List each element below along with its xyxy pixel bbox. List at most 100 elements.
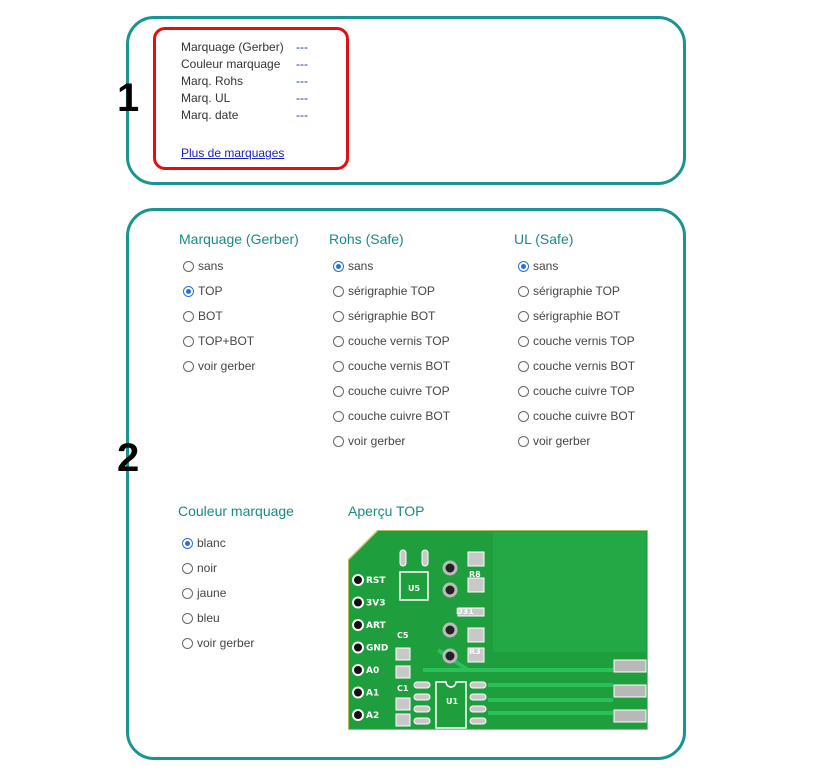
- rohs-option-5[interactable]: couche cuivre TOP: [333, 384, 450, 398]
- gerber-option-label-3: TOP+BOT: [198, 334, 255, 348]
- couleur-radio-0[interactable]: [182, 537, 193, 549]
- pcb-label-r8: R8: [469, 570, 481, 579]
- ul-option-7[interactable]: voir gerber: [518, 434, 590, 448]
- ul-radio-7[interactable]: [518, 435, 529, 447]
- couleur-option-label-0: blanc: [197, 536, 226, 550]
- rohs-option-6[interactable]: couche cuivre BOT: [333, 409, 450, 423]
- pcb-pin-4: [352, 664, 364, 676]
- rohs-option-0[interactable]: sans: [333, 259, 373, 273]
- rohs-radio-1[interactable]: [333, 285, 344, 297]
- rohs-option-label-5: couche cuivre TOP: [348, 384, 450, 398]
- ul-option-5[interactable]: couche cuivre TOP: [518, 384, 635, 398]
- ul-group-title: UL (Safe): [514, 231, 574, 247]
- pcb-pin-label-2: ART: [366, 621, 386, 631]
- rohs-option-label-7: voir gerber: [348, 434, 406, 448]
- gerber-radio-2[interactable]: [183, 310, 194, 322]
- rohs-radio-5[interactable]: [333, 385, 344, 397]
- gerber-option-4[interactable]: voir gerber: [183, 359, 255, 373]
- gerber-option-2[interactable]: BOT: [183, 309, 223, 323]
- couleur-option-1[interactable]: noir: [182, 561, 217, 575]
- summary-value-date: ---: [296, 108, 308, 122]
- gerber-radio-1[interactable]: [183, 285, 194, 297]
- ul-option-1[interactable]: sérigraphie TOP: [518, 284, 620, 298]
- rohs-option-label-4: couche vernis BOT: [348, 359, 451, 373]
- ul-option-label-1: sérigraphie TOP: [533, 284, 620, 298]
- rohs-radio-3[interactable]: [333, 335, 344, 347]
- ul-radio-6[interactable]: [518, 410, 529, 422]
- gerber-radio-0[interactable]: [183, 260, 194, 272]
- couleur-option-4[interactable]: voir gerber: [182, 636, 254, 650]
- ul-radio-4[interactable]: [518, 360, 529, 372]
- ul-radio-5[interactable]: [518, 385, 529, 397]
- rohs-option-4[interactable]: couche vernis BOT: [333, 359, 450, 373]
- pcb-pin-label-1: 3V3: [366, 599, 386, 609]
- ul-option-label-5: couche cuivre TOP: [533, 384, 635, 398]
- ul-radio-3[interactable]: [518, 335, 529, 347]
- pcb-pin-label-4: A0: [366, 666, 379, 676]
- ul-option-6[interactable]: couche cuivre BOT: [518, 409, 635, 423]
- pcb-label-u1: U1: [446, 697, 458, 706]
- ul-option-0[interactable]: sans: [518, 259, 558, 273]
- couleur-option-2[interactable]: jaune: [182, 586, 226, 600]
- couleur-radio-3[interactable]: [182, 612, 193, 624]
- ul-radio-1[interactable]: [518, 285, 529, 297]
- ul-radio-2[interactable]: [518, 310, 529, 322]
- ul-option-2[interactable]: sérigraphie BOT: [518, 309, 620, 323]
- rohs-option-label-1: sérigraphie TOP: [348, 284, 435, 298]
- summary-panel: [126, 16, 686, 185]
- rohs-option-7[interactable]: voir gerber: [333, 434, 405, 448]
- couleur-radio-4[interactable]: [182, 637, 193, 649]
- summary-value-ul: ---: [296, 91, 308, 105]
- couleur-radio-1[interactable]: [182, 562, 193, 574]
- couleur-option-3[interactable]: bleu: [182, 611, 220, 625]
- ul-option-label-2: sérigraphie BOT: [533, 309, 621, 323]
- rohs-option-label-0: sans: [348, 259, 374, 273]
- gerber-option-1[interactable]: TOP: [183, 284, 222, 298]
- summary-label-rohs: Marq. Rohs: [181, 74, 244, 88]
- pcb-traces: [423, 648, 613, 715]
- pcb-pin-5: [352, 686, 364, 699]
- pcb-edge-pads: [613, 659, 647, 723]
- pcb-label-u5: U5: [408, 584, 420, 593]
- summary-highlight-box: Marquage (Gerber) --- Couleur marquage -…: [153, 27, 349, 170]
- couleur-option-0[interactable]: blanc: [182, 536, 226, 550]
- rohs-radio-6[interactable]: [333, 410, 344, 422]
- rohs-option-label-3: couche vernis TOP: [348, 334, 450, 348]
- rohs-radio-0[interactable]: [333, 260, 344, 272]
- rohs-radio-4[interactable]: [333, 360, 344, 372]
- gerber-option-0[interactable]: sans: [183, 259, 223, 273]
- ul-option-3[interactable]: couche vernis TOP: [518, 334, 635, 348]
- pcb-vias: [442, 560, 458, 664]
- couleur-option-label-4: voir gerber: [197, 636, 255, 650]
- ul-option-label-7: voir gerber: [533, 434, 591, 448]
- ul-option-label-3: couche vernis TOP: [533, 334, 635, 348]
- pcb-pin-label-5: A1: [366, 689, 379, 699]
- ul-option-4[interactable]: couche vernis BOT: [518, 359, 635, 373]
- pcb-ground-plane: [493, 532, 646, 652]
- couleur-radio-2[interactable]: [182, 587, 193, 599]
- rohs-group-title: Rohs (Safe): [329, 231, 404, 247]
- summary-value-rohs: ---: [296, 74, 308, 88]
- rohs-option-1[interactable]: sérigraphie TOP: [333, 284, 435, 298]
- rohs-radio-7[interactable]: [333, 435, 344, 447]
- gerber-radio-3[interactable]: [183, 335, 194, 347]
- ul-option-label-0: sans: [533, 259, 559, 273]
- couleur-option-label-3: bleu: [197, 611, 220, 625]
- rohs-option-2[interactable]: sérigraphie BOT: [333, 309, 435, 323]
- pcb-label-d31: D31: [456, 607, 474, 616]
- gerber-option-3[interactable]: TOP+BOT: [183, 334, 254, 348]
- pcb-component-u1: [435, 681, 467, 729]
- preview-title: Aperçu TOP: [348, 503, 425, 519]
- gerber-radio-4[interactable]: [183, 360, 194, 372]
- pcb-label-c1: C1: [397, 684, 409, 693]
- rohs-radio-2[interactable]: [333, 310, 344, 322]
- pcb-pin-label-6: A2: [366, 711, 379, 721]
- couleur-option-label-1: noir: [197, 561, 218, 575]
- rohs-option-3[interactable]: couche vernis TOP: [333, 334, 450, 348]
- ul-option-label-6: couche cuivre BOT: [533, 409, 636, 423]
- summary-value-gerber: ---: [296, 40, 308, 54]
- pcb-pin-3: [352, 641, 364, 654]
- ul-radio-0[interactable]: [518, 260, 529, 272]
- more-markings-link[interactable]: Plus de marquages: [181, 146, 285, 160]
